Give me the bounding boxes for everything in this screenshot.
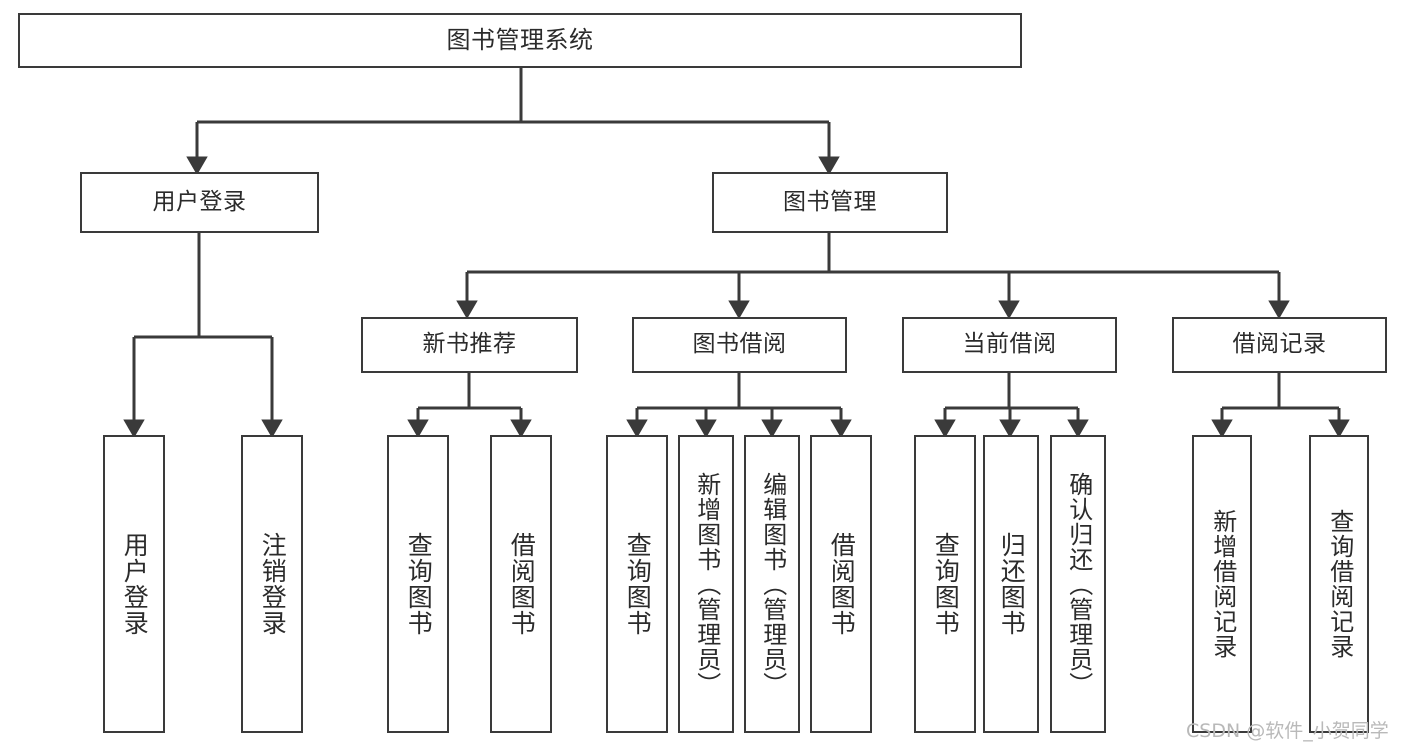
node-book-borrow[interactable]: 图书借阅 (632, 317, 847, 373)
leaf-user-logout-label: 注销登录 (258, 532, 288, 636)
leaf-borrow-book-2[interactable]: 借阅图书 (810, 435, 872, 733)
leaf-confirm-return-label: 确认归还（管理员） (1064, 471, 1093, 697)
leaf-add-record[interactable]: 新增借阅记录 (1192, 435, 1252, 733)
leaf-query-book-2-label: 查询图书 (623, 532, 653, 636)
node-user-login-label: 用户登录 (152, 188, 247, 215)
leaf-query-record-label: 查询借阅记录 (1325, 509, 1354, 659)
node-new-book-recommend-label: 新书推荐 (422, 331, 517, 358)
leaf-query-book-1-label: 查询图书 (404, 532, 434, 636)
leaf-add-record-label: 新增借阅记录 (1208, 509, 1237, 659)
leaf-query-book-3-label: 查询图书 (931, 532, 961, 636)
node-book-borrow-label: 图书借阅 (692, 331, 787, 358)
leaf-return-book[interactable]: 归还图书 (983, 435, 1039, 733)
node-current-borrow-label: 当前借阅 (962, 331, 1057, 358)
leaf-query-book-3[interactable]: 查询图书 (914, 435, 976, 733)
leaf-edit-book[interactable]: 编辑图书（管理员） (744, 435, 800, 733)
node-borrow-record-label: 借阅记录 (1232, 331, 1327, 358)
leaf-user-login-label: 用户登录 (120, 532, 150, 636)
node-new-book-recommend[interactable]: 新书推荐 (361, 317, 578, 373)
leaf-query-record[interactable]: 查询借阅记录 (1309, 435, 1369, 733)
leaf-edit-book-label: 编辑图书（管理员） (758, 471, 787, 697)
leaf-add-book[interactable]: 新增图书（管理员） (678, 435, 734, 733)
node-book-management-label: 图书管理 (783, 188, 877, 215)
node-book-management[interactable]: 图书管理 (712, 172, 948, 233)
leaf-user-login[interactable]: 用户登录 (103, 435, 165, 733)
node-root[interactable]: 图书管理系统 (18, 13, 1022, 68)
leaf-borrow-book-1[interactable]: 借阅图书 (490, 435, 552, 733)
leaf-user-logout[interactable]: 注销登录 (241, 435, 303, 733)
node-user-login[interactable]: 用户登录 (80, 172, 319, 233)
node-current-borrow[interactable]: 当前借阅 (902, 317, 1117, 373)
leaf-add-book-label: 新增图书（管理员） (692, 471, 721, 697)
leaf-query-book-2[interactable]: 查询图书 (606, 435, 668, 733)
node-borrow-record[interactable]: 借阅记录 (1172, 317, 1387, 373)
leaf-borrow-book-1-label: 借阅图书 (507, 532, 537, 636)
leaf-query-book-1[interactable]: 查询图书 (387, 435, 449, 733)
leaf-borrow-book-2-label: 借阅图书 (827, 532, 857, 636)
leaf-confirm-return[interactable]: 确认归还（管理员） (1050, 435, 1106, 733)
node-root-label: 图书管理系统 (446, 26, 594, 55)
leaf-return-book-label: 归还图书 (997, 532, 1027, 636)
